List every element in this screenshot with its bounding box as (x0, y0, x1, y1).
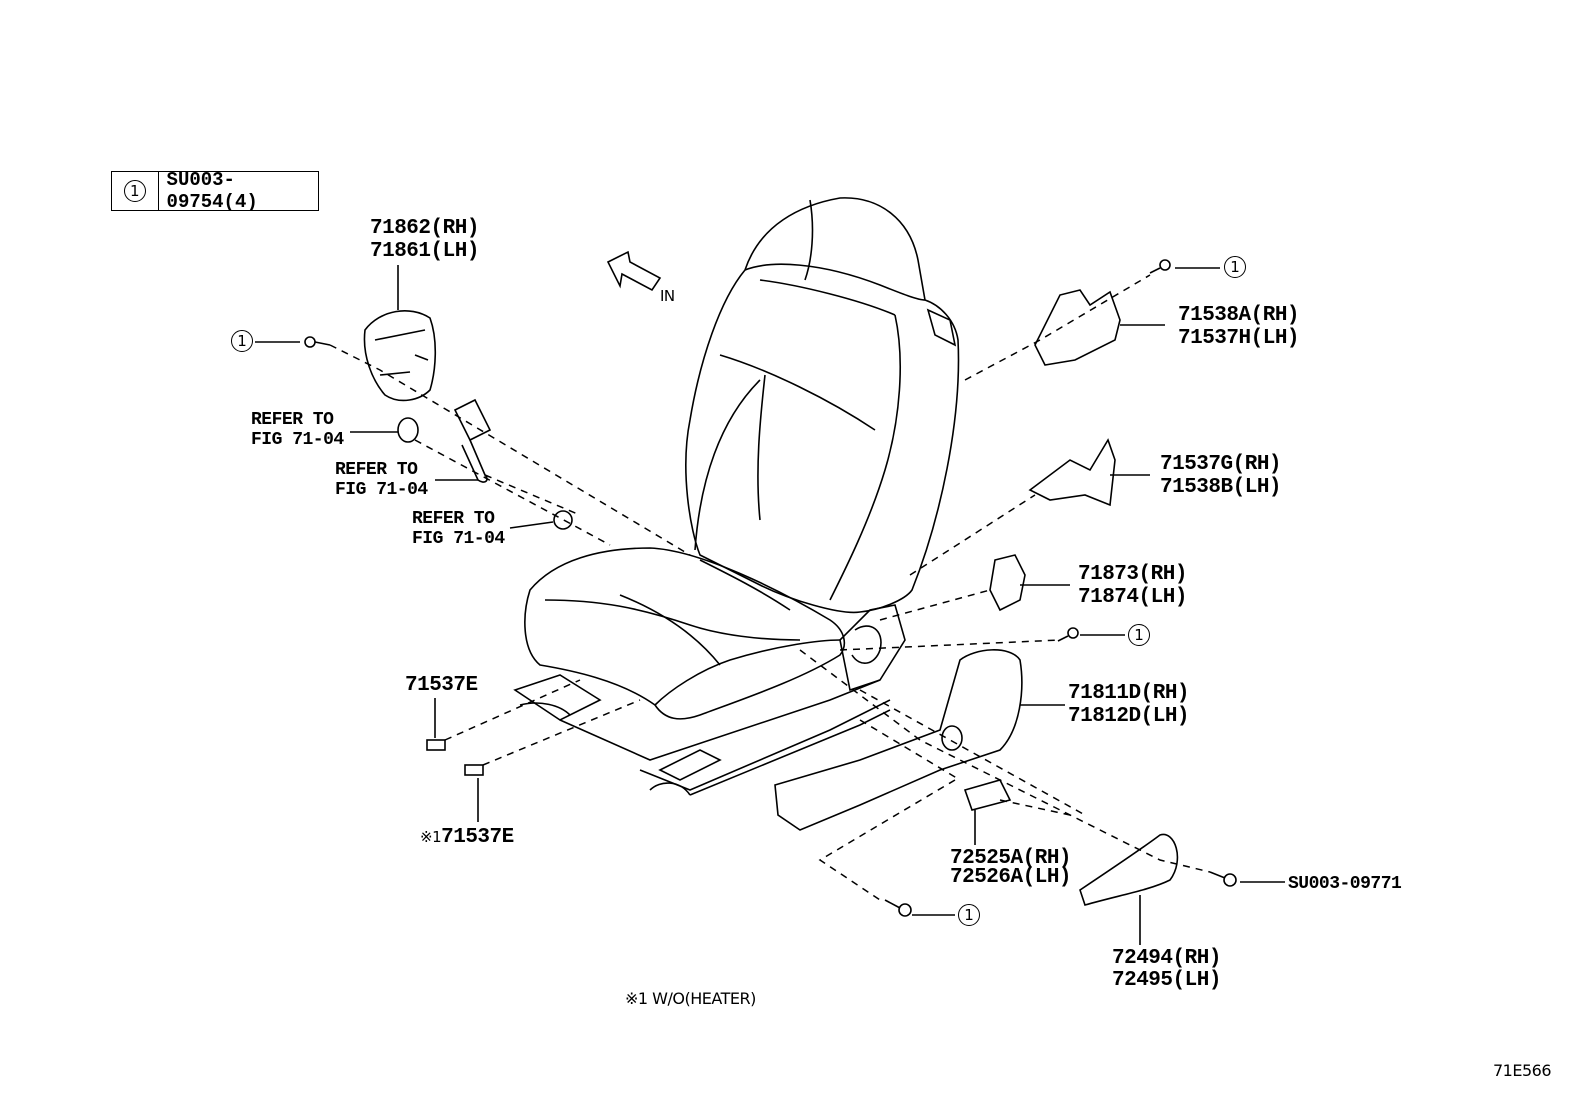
shield-cover-part (363, 310, 437, 402)
label-72494: 72494(RH) (1112, 947, 1221, 970)
side-shield (774, 649, 1023, 831)
leader-lines (255, 265, 1285, 945)
legend-symbol: 1 (123, 180, 146, 202)
callout-symbol-bottom: 1 (958, 904, 980, 926)
clip-71537e (426, 739, 446, 751)
refer-to-1-line2: FIG 71-04 (251, 430, 344, 450)
direction-arrow (606, 250, 662, 292)
seat-cushion (524, 547, 846, 720)
seat-frame (513, 604, 906, 796)
label-71538a: 71538A(RH) (1178, 304, 1300, 327)
label-71861: 71861(LH) (370, 240, 479, 263)
label-71537e-alt-number: 71537E (441, 826, 514, 849)
label-71537e-alt-mark: ※1 (420, 828, 442, 846)
label-71811d: 71811D(RH) (1068, 682, 1190, 705)
assembly-lines (329, 274, 1211, 901)
refer-to-2-line1: REFER TO (335, 460, 418, 480)
washer-part (553, 510, 573, 530)
refer-to-1: REFER TO FIG 71-04 (251, 410, 344, 450)
label-71537e-alt: ※171537E (420, 826, 514, 849)
callout-symbol-left: 1 (231, 330, 253, 352)
callout-symbol-top-right: 1 (1224, 256, 1246, 278)
refer-to-1-line1: REFER TO (251, 410, 334, 430)
label-71537g: 71537G(RH) (1160, 453, 1282, 476)
lever-knob (963, 779, 1012, 811)
label-72526a: 72526A(LH) (950, 866, 1072, 889)
clip-71537e-alt (464, 764, 484, 776)
recliner-lever (453, 398, 492, 483)
label-71874: 71874(LH) (1078, 586, 1187, 609)
refer-to-3: REFER TO FIG 71-04 (412, 509, 505, 549)
callout-symbol-mid-right: 1 (1128, 624, 1150, 646)
label-71862: 71862(RH) (370, 217, 479, 240)
label-su003-09771: SU003-09771 (1288, 874, 1402, 894)
refer-to-3-line2: FIG 71-04 (412, 529, 505, 549)
legend-symbol-cell: 1 (112, 172, 159, 210)
figure-code: 71E566 (1493, 1061, 1552, 1080)
refer-to-2-line2: FIG 71-04 (335, 480, 428, 500)
label-72495: 72495(LH) (1112, 969, 1221, 992)
hinge-71873 (989, 554, 1026, 612)
label-72525a: 72525A(RH) (950, 847, 1072, 870)
footnote: ※1 W/O(HEATER) (625, 989, 756, 1008)
bracket-71537g (1028, 438, 1116, 507)
label-71538b: 71538B(LH) (1160, 476, 1282, 499)
refer-to-2: REFER TO FIG 71-04 (335, 460, 428, 500)
bushing-part (397, 417, 419, 443)
refer-to-3-line1: REFER TO (412, 509, 495, 529)
label-71537e: 71537E (405, 674, 478, 697)
cover-72494 (1079, 833, 1179, 906)
screw-icons (304, 259, 1237, 917)
direction-label: IN (660, 287, 675, 305)
bracket-71538a (1034, 289, 1121, 366)
label-71873: 71873(RH) (1078, 563, 1187, 586)
label-71812d: 71812D(LH) (1068, 705, 1190, 728)
legend-code: SU003-09754(4) (166, 169, 258, 213)
legend-box: 1 SU003-09754(4) (111, 169, 319, 213)
label-71537h: 71537H(LH) (1178, 327, 1300, 350)
seat-back (685, 197, 960, 614)
